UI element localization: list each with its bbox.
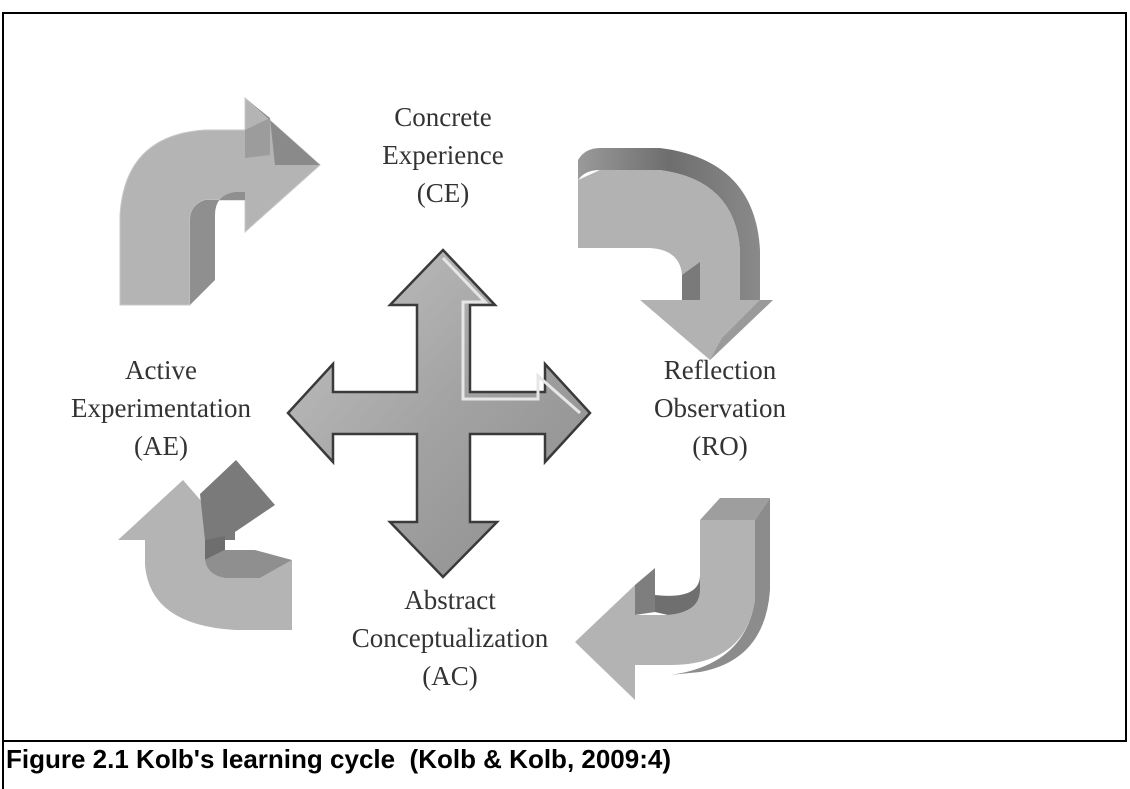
frame-border-left [2, 12, 4, 789]
curved-arrow-ro-to-ac [575, 498, 770, 700]
stage-ac-line3: (AC) [422, 661, 478, 691]
frame-border-right [1125, 12, 1127, 742]
curved-arrow-ac-to-ae [118, 460, 292, 630]
stage-label-concrete-experience: Concrete Experience (CE) [360, 98, 526, 212]
four-way-arrow [286, 248, 592, 579]
frame-border-bottom [2, 740, 1127, 742]
stage-ae-line3: (AE) [134, 431, 188, 461]
stage-ae-line1: Active [125, 355, 197, 385]
figure-caption: Figure 2.1 Kolb's learning cycle (Kolb &… [6, 744, 672, 774]
four-way-arrow-highlight [441, 256, 581, 415]
frame-border-top [2, 12, 1127, 14]
curved-arrow-ae-to-ce [119, 96, 321, 306]
stage-ro-line2: Observation [654, 393, 786, 423]
stage-ce-line3: (CE) [416, 178, 470, 208]
stage-ce-line2: Experience [382, 140, 504, 170]
four-way-arrow-shape [286, 248, 592, 579]
stage-ac-line2: Conceptualization [351, 623, 549, 653]
stage-ro-line1: Reflection [663, 355, 777, 385]
stage-ae-line2: Experimentation [71, 393, 251, 423]
stage-ro-line3: (RO) [692, 431, 748, 461]
stage-ac-line1: Abstract [404, 585, 496, 615]
stage-label-reflection-observation: Reflection Observation (RO) [630, 351, 810, 465]
stage-label-active-experimentation: Active Experimentation (AE) [45, 351, 277, 465]
stage-ce-line1: Concrete [394, 102, 492, 132]
stage-label-abstract-conceptualization: Abstract Conceptualization (AC) [330, 581, 570, 695]
curved-arrow-ce-to-ro [578, 148, 773, 360]
